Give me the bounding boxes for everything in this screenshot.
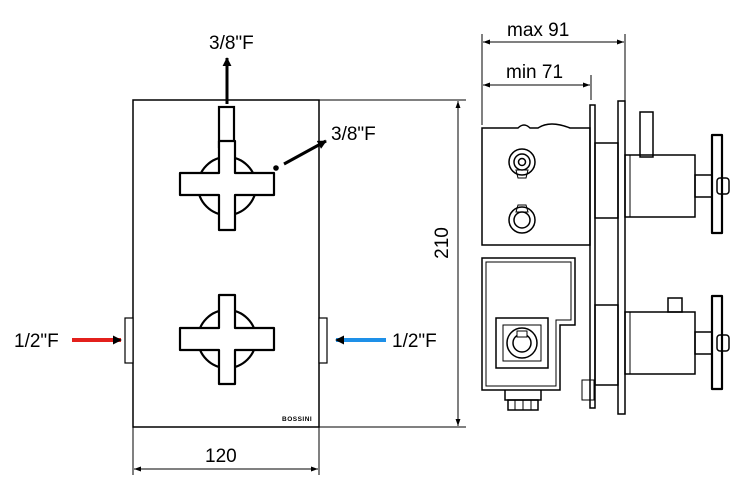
side-view: max 91 min 71: [481, 20, 730, 415]
lower-cross-handle: [178, 293, 276, 386]
depth-min-label: min 71: [506, 62, 563, 83]
depth-max-label: max 91: [507, 20, 569, 41]
top-outlet-label: 3/8"F: [209, 33, 254, 54]
side-outlet-dot: [273, 165, 279, 171]
width-label: 120: [205, 446, 237, 467]
lower-valve-body: [481, 257, 576, 411]
height-label: 210: [432, 227, 453, 259]
brand-label: BOSSINI: [282, 416, 312, 423]
upper-side-handle: [594, 111, 730, 235]
cold-inlet-label: 1/2"F: [392, 331, 437, 352]
side-outlet-label: 3/8"F: [331, 124, 376, 145]
front-view: BOSSINI 3/8"F 3/8"F 1/2"F 1/2"F: [14, 33, 466, 475]
hot-inlet-label: 1/2"F: [14, 331, 59, 352]
mounting-plates: [581, 100, 626, 415]
height-dimension: 210: [319, 99, 466, 428]
upper-cross-handle: [178, 105, 276, 232]
upper-valve-body: [481, 123, 591, 246]
width-dimension: 120: [132, 427, 320, 475]
left-inlet-stub: [124, 317, 134, 364]
depth-dimensions: max 91 min 71: [481, 20, 626, 125]
lower-side-handle: [594, 294, 730, 391]
right-inlet-stub: [318, 317, 328, 364]
side-outlet-arrow: [283, 139, 327, 166]
